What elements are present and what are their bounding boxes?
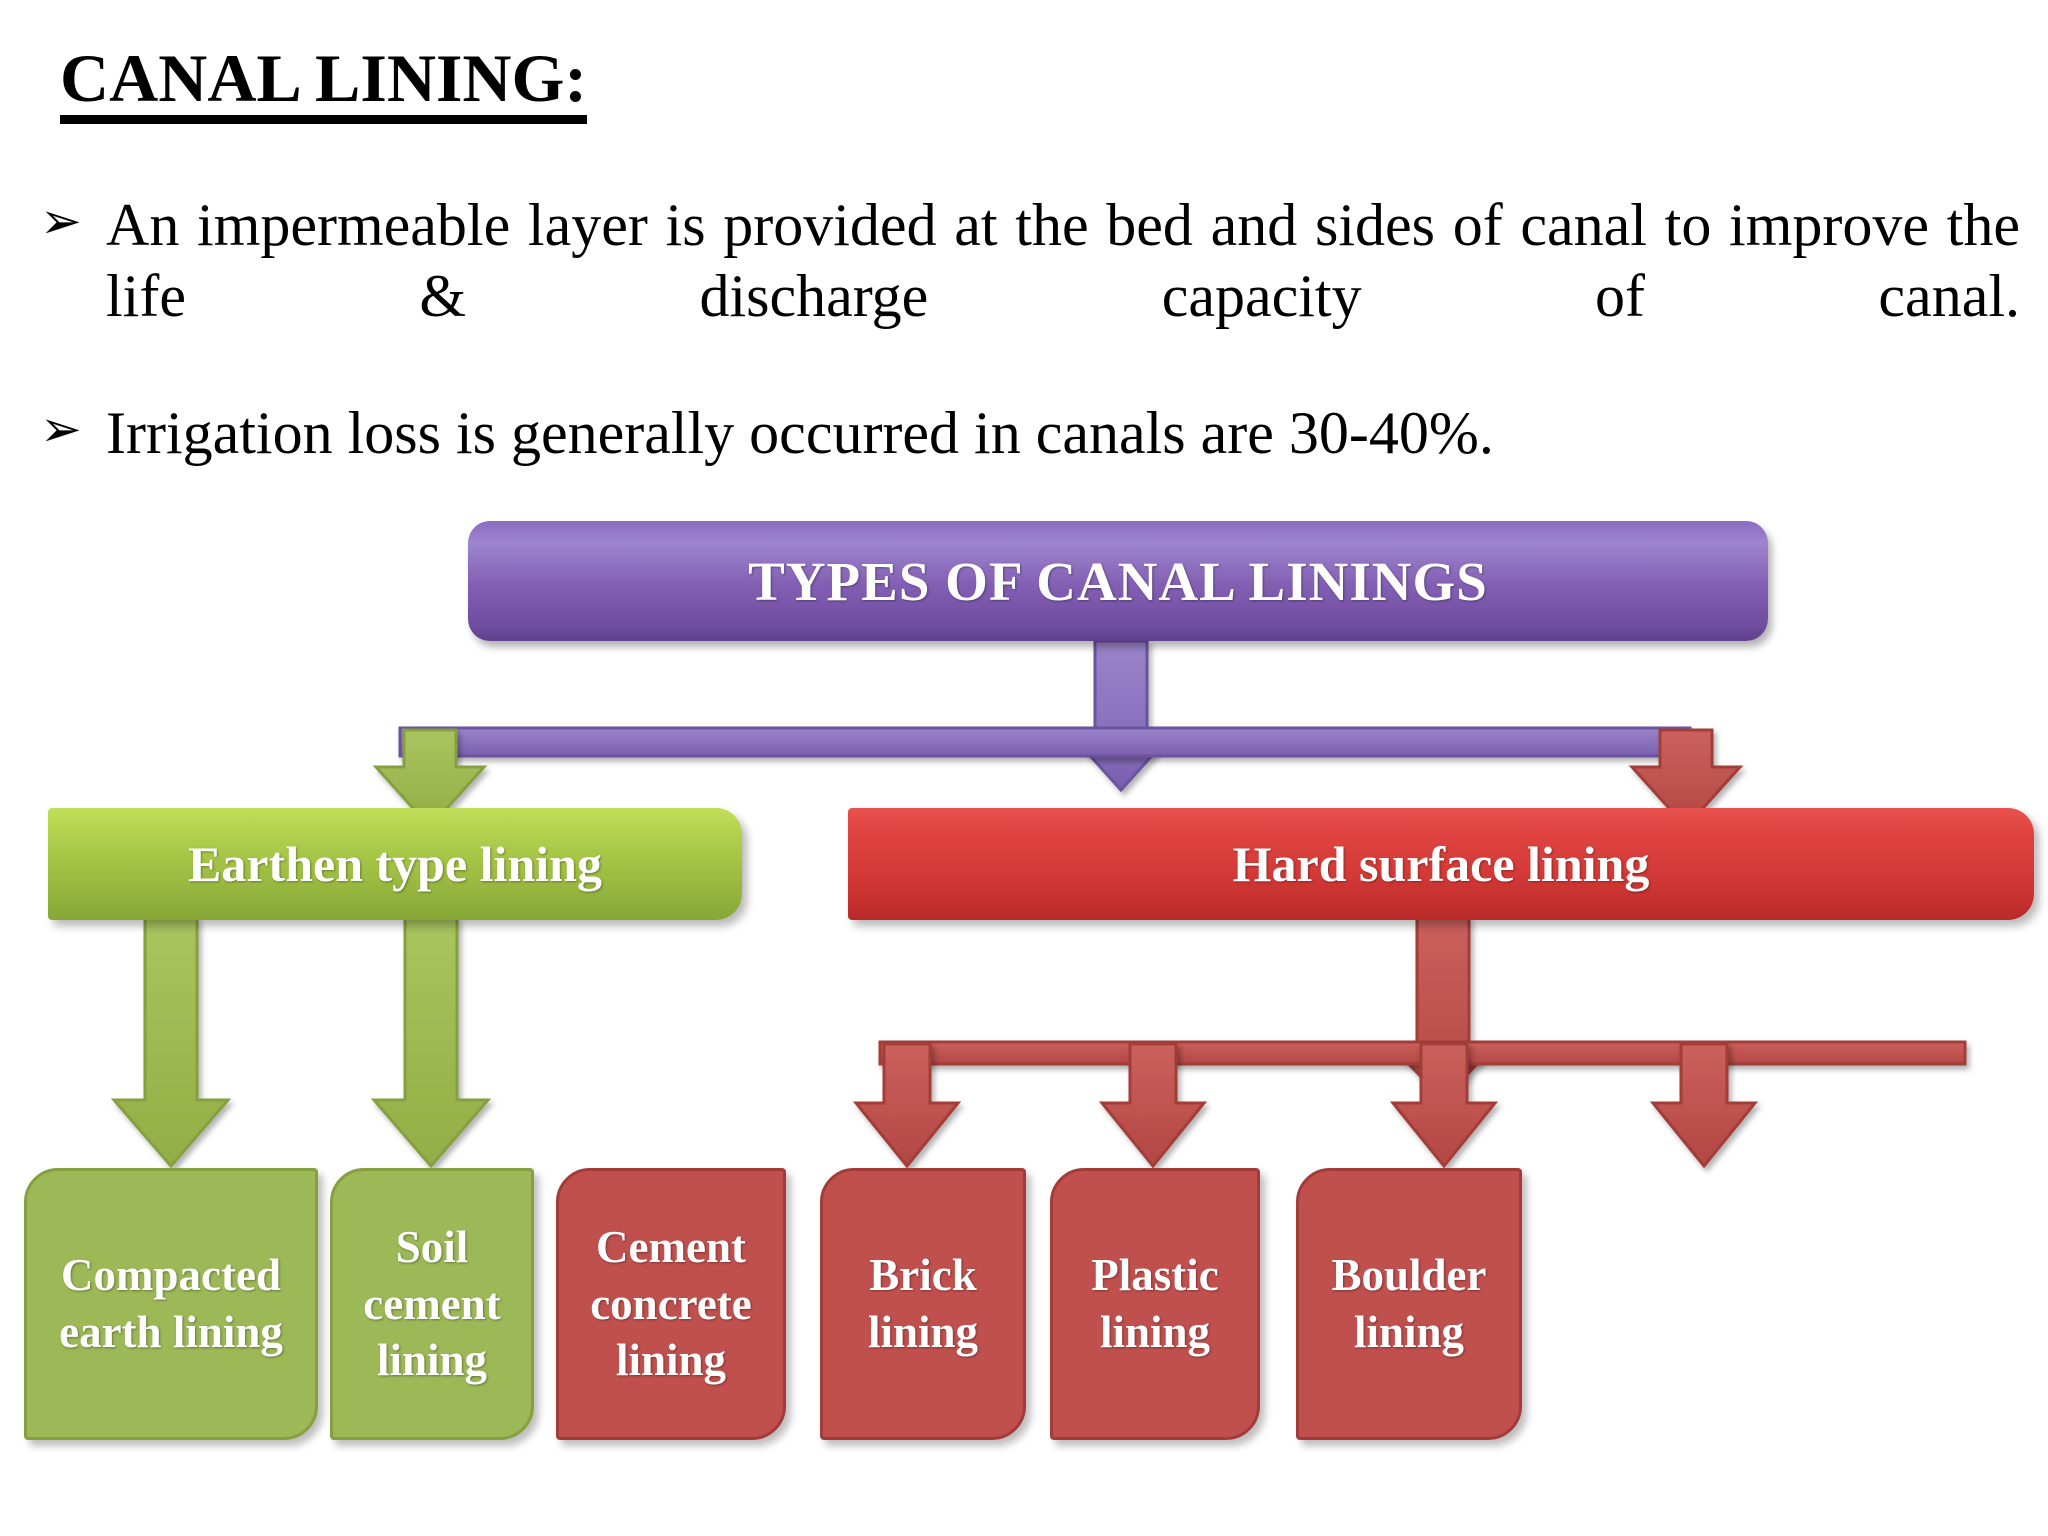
bullet-item: ➢ Irrigation loss is generally occurred … bbox=[40, 398, 2020, 469]
diagram-node-boulder-lining[interactable]: Boulder lining bbox=[1296, 1168, 1522, 1440]
diagram-node-hard-surface-lining[interactable]: Hard surface lining bbox=[848, 808, 2034, 920]
page-title: CANAL LINING: bbox=[60, 43, 588, 125]
diagram-node-plastic-lining[interactable]: Plastic lining bbox=[1050, 1168, 1260, 1440]
connector-hard-rail bbox=[878, 1040, 1967, 1066]
connector-boulder-arrow bbox=[1649, 1042, 1759, 1169]
diagram-node-compacted-earth-lining[interactable]: Compacted earth lining bbox=[24, 1168, 318, 1440]
connector-hard-down-arrow bbox=[1385, 916, 1501, 1103]
connector-root-down-arrow bbox=[1063, 639, 1179, 793]
bullet-item: ➢ An impermeable layer is provided at th… bbox=[40, 190, 2020, 332]
bullet-text: Irrigation loss is generally occurred in… bbox=[106, 400, 1494, 466]
diagram-node-root[interactable]: TYPES OF CANAL LININGS bbox=[468, 521, 1768, 641]
connector-plastic-arrow bbox=[1389, 1042, 1499, 1169]
connector-soilcement-arrow bbox=[370, 916, 492, 1169]
diagram-node-earthen-type-lining[interactable]: Earthen type lining bbox=[48, 808, 742, 920]
bullet-text: An impermeable layer is provided at the … bbox=[106, 192, 2020, 329]
connector-compacted-arrow bbox=[110, 916, 232, 1169]
arrow-bullet-icon: ➢ bbox=[40, 400, 82, 458]
diagram-node-brick-lining[interactable]: Brick lining bbox=[820, 1168, 1026, 1440]
connector-root-rail bbox=[398, 726, 1692, 758]
diagram-node-soil-cement-lining[interactable]: Soil cement lining bbox=[330, 1168, 534, 1440]
arrow-bullet-icon: ➢ bbox=[40, 192, 82, 250]
diagram-node-cement-concrete-lining[interactable]: Cement concrete lining bbox=[556, 1168, 786, 1440]
connector-cementconcrete-arrow bbox=[852, 1042, 962, 1169]
connector-brick-arrow bbox=[1098, 1042, 1208, 1169]
